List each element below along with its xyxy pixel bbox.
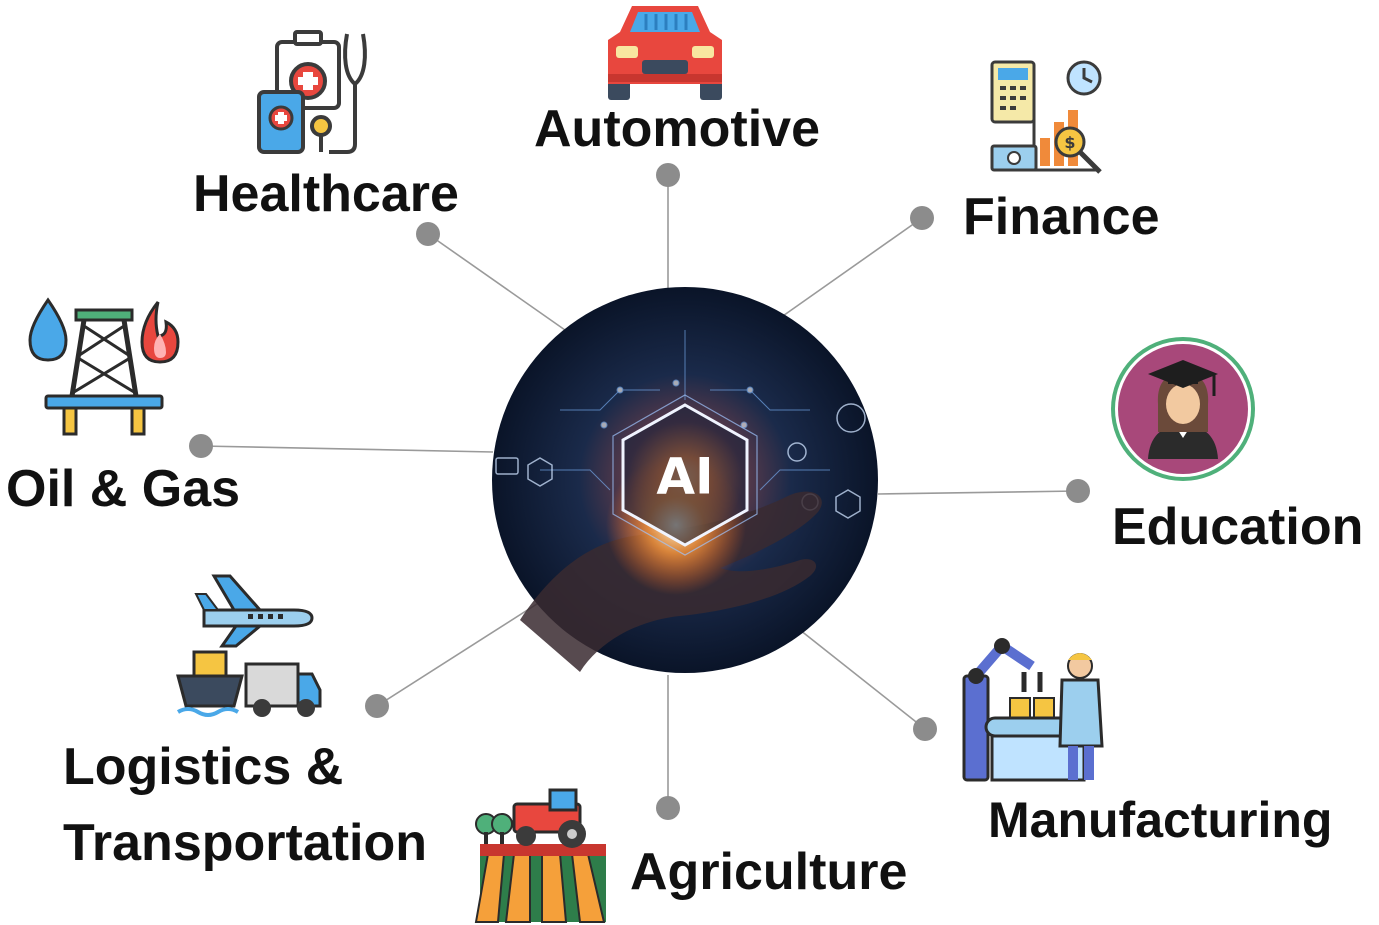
- ai-badge-text: AI: [656, 448, 713, 506]
- dot-oilgas: [189, 434, 213, 458]
- svg-text:$: $: [1064, 133, 1075, 152]
- label-finance: Finance: [963, 188, 1160, 246]
- transport-icon: [176, 574, 322, 717]
- robot-arm-icon: [962, 638, 1104, 782]
- label-agriculture: Agriculture: [630, 843, 908, 901]
- connector-finance: [779, 217, 923, 319]
- connector-logistics: [376, 601, 541, 707]
- dot-logistics: [365, 694, 389, 718]
- oil-rig-icon: [28, 297, 180, 436]
- label-manufacturing: Manufacturing: [988, 792, 1333, 848]
- tractor-field-icon: [474, 788, 606, 923]
- connector-healthcare: [427, 233, 566, 331]
- dot-automotive: [656, 163, 680, 187]
- label-automotive: Automotive: [534, 100, 820, 158]
- connector-education: [877, 490, 1079, 495]
- medical-kit-icon: [257, 30, 367, 154]
- dot-agriculture: [656, 796, 680, 820]
- dot-manufacturing: [913, 717, 937, 741]
- label-education: Education: [1112, 498, 1364, 556]
- dot-finance: [910, 206, 934, 230]
- car-icon: [608, 6, 722, 100]
- label-oilgas: Oil & Gas: [6, 460, 241, 518]
- connector-manufacturing: [799, 629, 926, 730]
- label-healthcare: Healthcare: [193, 165, 459, 223]
- finance-icon: $: [990, 60, 1102, 174]
- graduate-icon: [1111, 337, 1255, 481]
- label-logistics-line2: Transportation: [63, 814, 428, 872]
- connector-dots: [189, 163, 1090, 820]
- connector-lines: [200, 175, 1079, 808]
- dot-education: [1066, 479, 1090, 503]
- dot-healthcare: [416, 222, 440, 246]
- label-logistics-line1: Logistics &: [63, 738, 344, 796]
- center-ai-image: AI: [492, 287, 878, 673]
- connector-oilgas: [200, 445, 494, 453]
